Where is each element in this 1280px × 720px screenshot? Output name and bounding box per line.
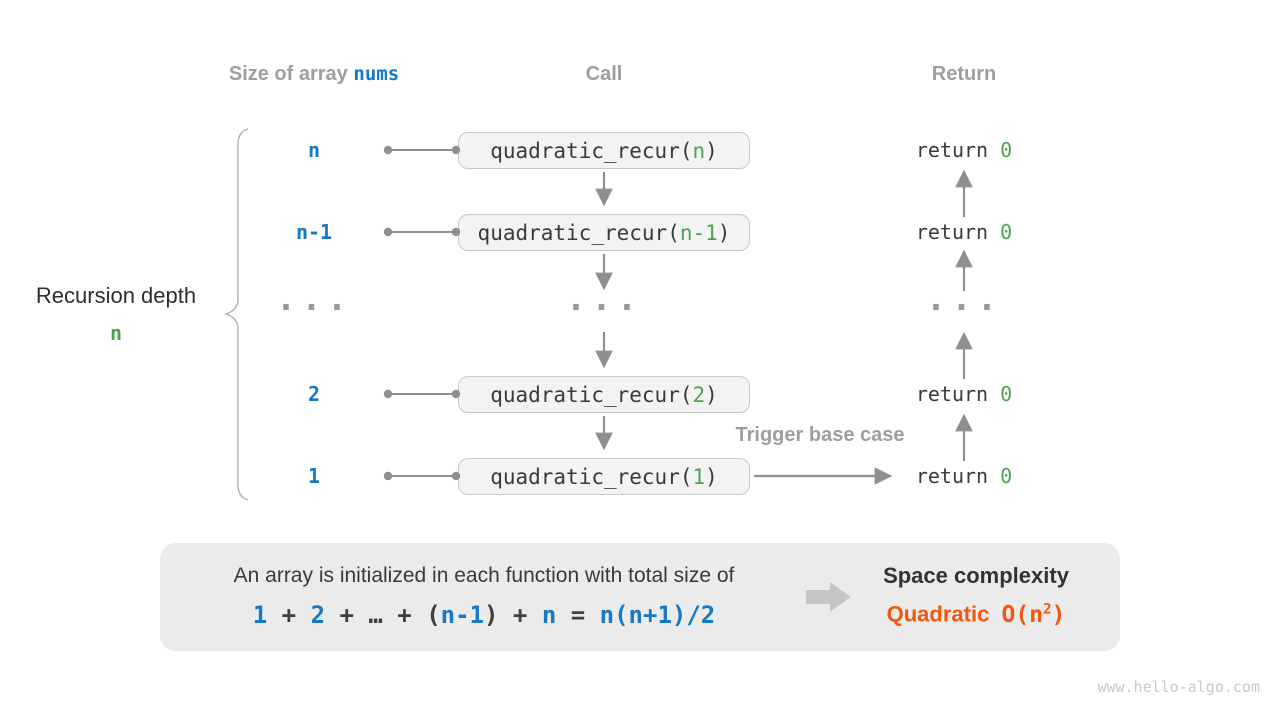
space-complexity-title: Space complexity <box>883 563 1069 588</box>
return-label-4: return 0 <box>864 458 1064 495</box>
big-o-exponent: 2 <box>1043 601 1052 617</box>
call-box-2: quadratic_recur(2) <box>458 376 750 413</box>
ellipsis-return: ··· <box>925 288 1003 328</box>
implies-arrow-icon <box>806 582 851 612</box>
formula-token: + <box>325 601 369 629</box>
return-keyword: return <box>915 220 1001 244</box>
formula-token: n(n+1)/2 <box>599 601 716 629</box>
formula-token: + <box>267 601 311 629</box>
return-value: 0 <box>1000 138 1013 162</box>
call-fn-text: quadratic_recur( <box>477 221 680 245</box>
header-call: Call <box>585 63 623 85</box>
summary-description: An array is initialized in each function… <box>233 564 735 587</box>
header-return: Return <box>931 63 997 85</box>
return-value: 0 <box>1000 464 1013 488</box>
call-box-n: quadratic_recur(n) <box>458 132 750 169</box>
formula-token: + <box>498 601 542 629</box>
formula-token: = <box>556 601 600 629</box>
call-box-1: quadratic_recur(1) <box>458 458 750 495</box>
complexity-name: Quadratic <box>886 601 990 627</box>
ellipsis-size: ··· <box>275 288 353 328</box>
big-o-close: ) <box>1051 601 1066 628</box>
return-label-1: return 0 <box>864 132 1064 169</box>
size-label-2: 2 <box>307 382 321 406</box>
return-value: 0 <box>1000 382 1013 406</box>
big-o-notation: O(n2) <box>1001 601 1066 628</box>
return-label-2: return 0 <box>864 214 1064 251</box>
return-label-3: return 0 <box>864 376 1064 413</box>
formula-token: ) <box>484 601 499 629</box>
return-keyword: return <box>915 382 1001 406</box>
call-close-paren: ) <box>717 221 731 245</box>
call-fn-text: quadratic_recur( <box>490 383 693 407</box>
formula-token: n-1 <box>440 601 485 629</box>
call-fn-text: quadratic_recur( <box>490 465 693 489</box>
formula-token: n <box>541 601 557 629</box>
recursion-depth-brace <box>223 128 249 501</box>
header-nums-code: nums <box>353 63 400 85</box>
formula-token: 1 <box>252 601 268 629</box>
return-keyword: return <box>915 138 1001 162</box>
space-complexity-result: Quadratic O(n2) <box>860 601 1092 628</box>
call-arg: 2 <box>692 383 706 407</box>
size-label-n-1: n-1 <box>295 220 333 244</box>
call-close-paren: ) <box>705 465 718 489</box>
formula-token: ( <box>426 601 441 629</box>
size-label-n: n <box>307 138 321 162</box>
header-size-text: Size of array <box>228 63 354 85</box>
call-arg: n <box>692 139 706 163</box>
trigger-base-case-label: Trigger base case <box>735 424 905 446</box>
recursion-depth-label: Recursion depth <box>35 283 197 308</box>
summary-formula: 1 + 2 + … + (n-1) + n = n(n+1)/2 <box>170 601 798 629</box>
big-o-open: O(n <box>1001 601 1044 628</box>
size-label-1: 1 <box>307 464 321 488</box>
ellipsis-call: ··· <box>565 288 643 328</box>
call-close-paren: ) <box>705 139 718 163</box>
call-arg: 1 <box>692 465 706 489</box>
size-connectors <box>383 145 461 481</box>
return-value: 0 <box>1000 220 1013 244</box>
formula-token: … <box>368 601 383 629</box>
call-box-n-1: quadratic_recur(n-1) <box>458 214 750 251</box>
formula-token: 2 <box>310 601 326 629</box>
return-keyword: return <box>915 464 1001 488</box>
formula-token: + <box>382 601 427 629</box>
header-size-of-array: Size of array nums <box>164 60 464 88</box>
summary-box <box>160 543 1120 651</box>
call-arg: n-1 <box>679 221 718 245</box>
watermark: www.hello-algo.com <box>1097 678 1260 696</box>
call-close-paren: ) <box>705 383 718 407</box>
call-fn-text: quadratic_recur( <box>490 139 693 163</box>
recursion-depth-value: n <box>109 321 123 345</box>
